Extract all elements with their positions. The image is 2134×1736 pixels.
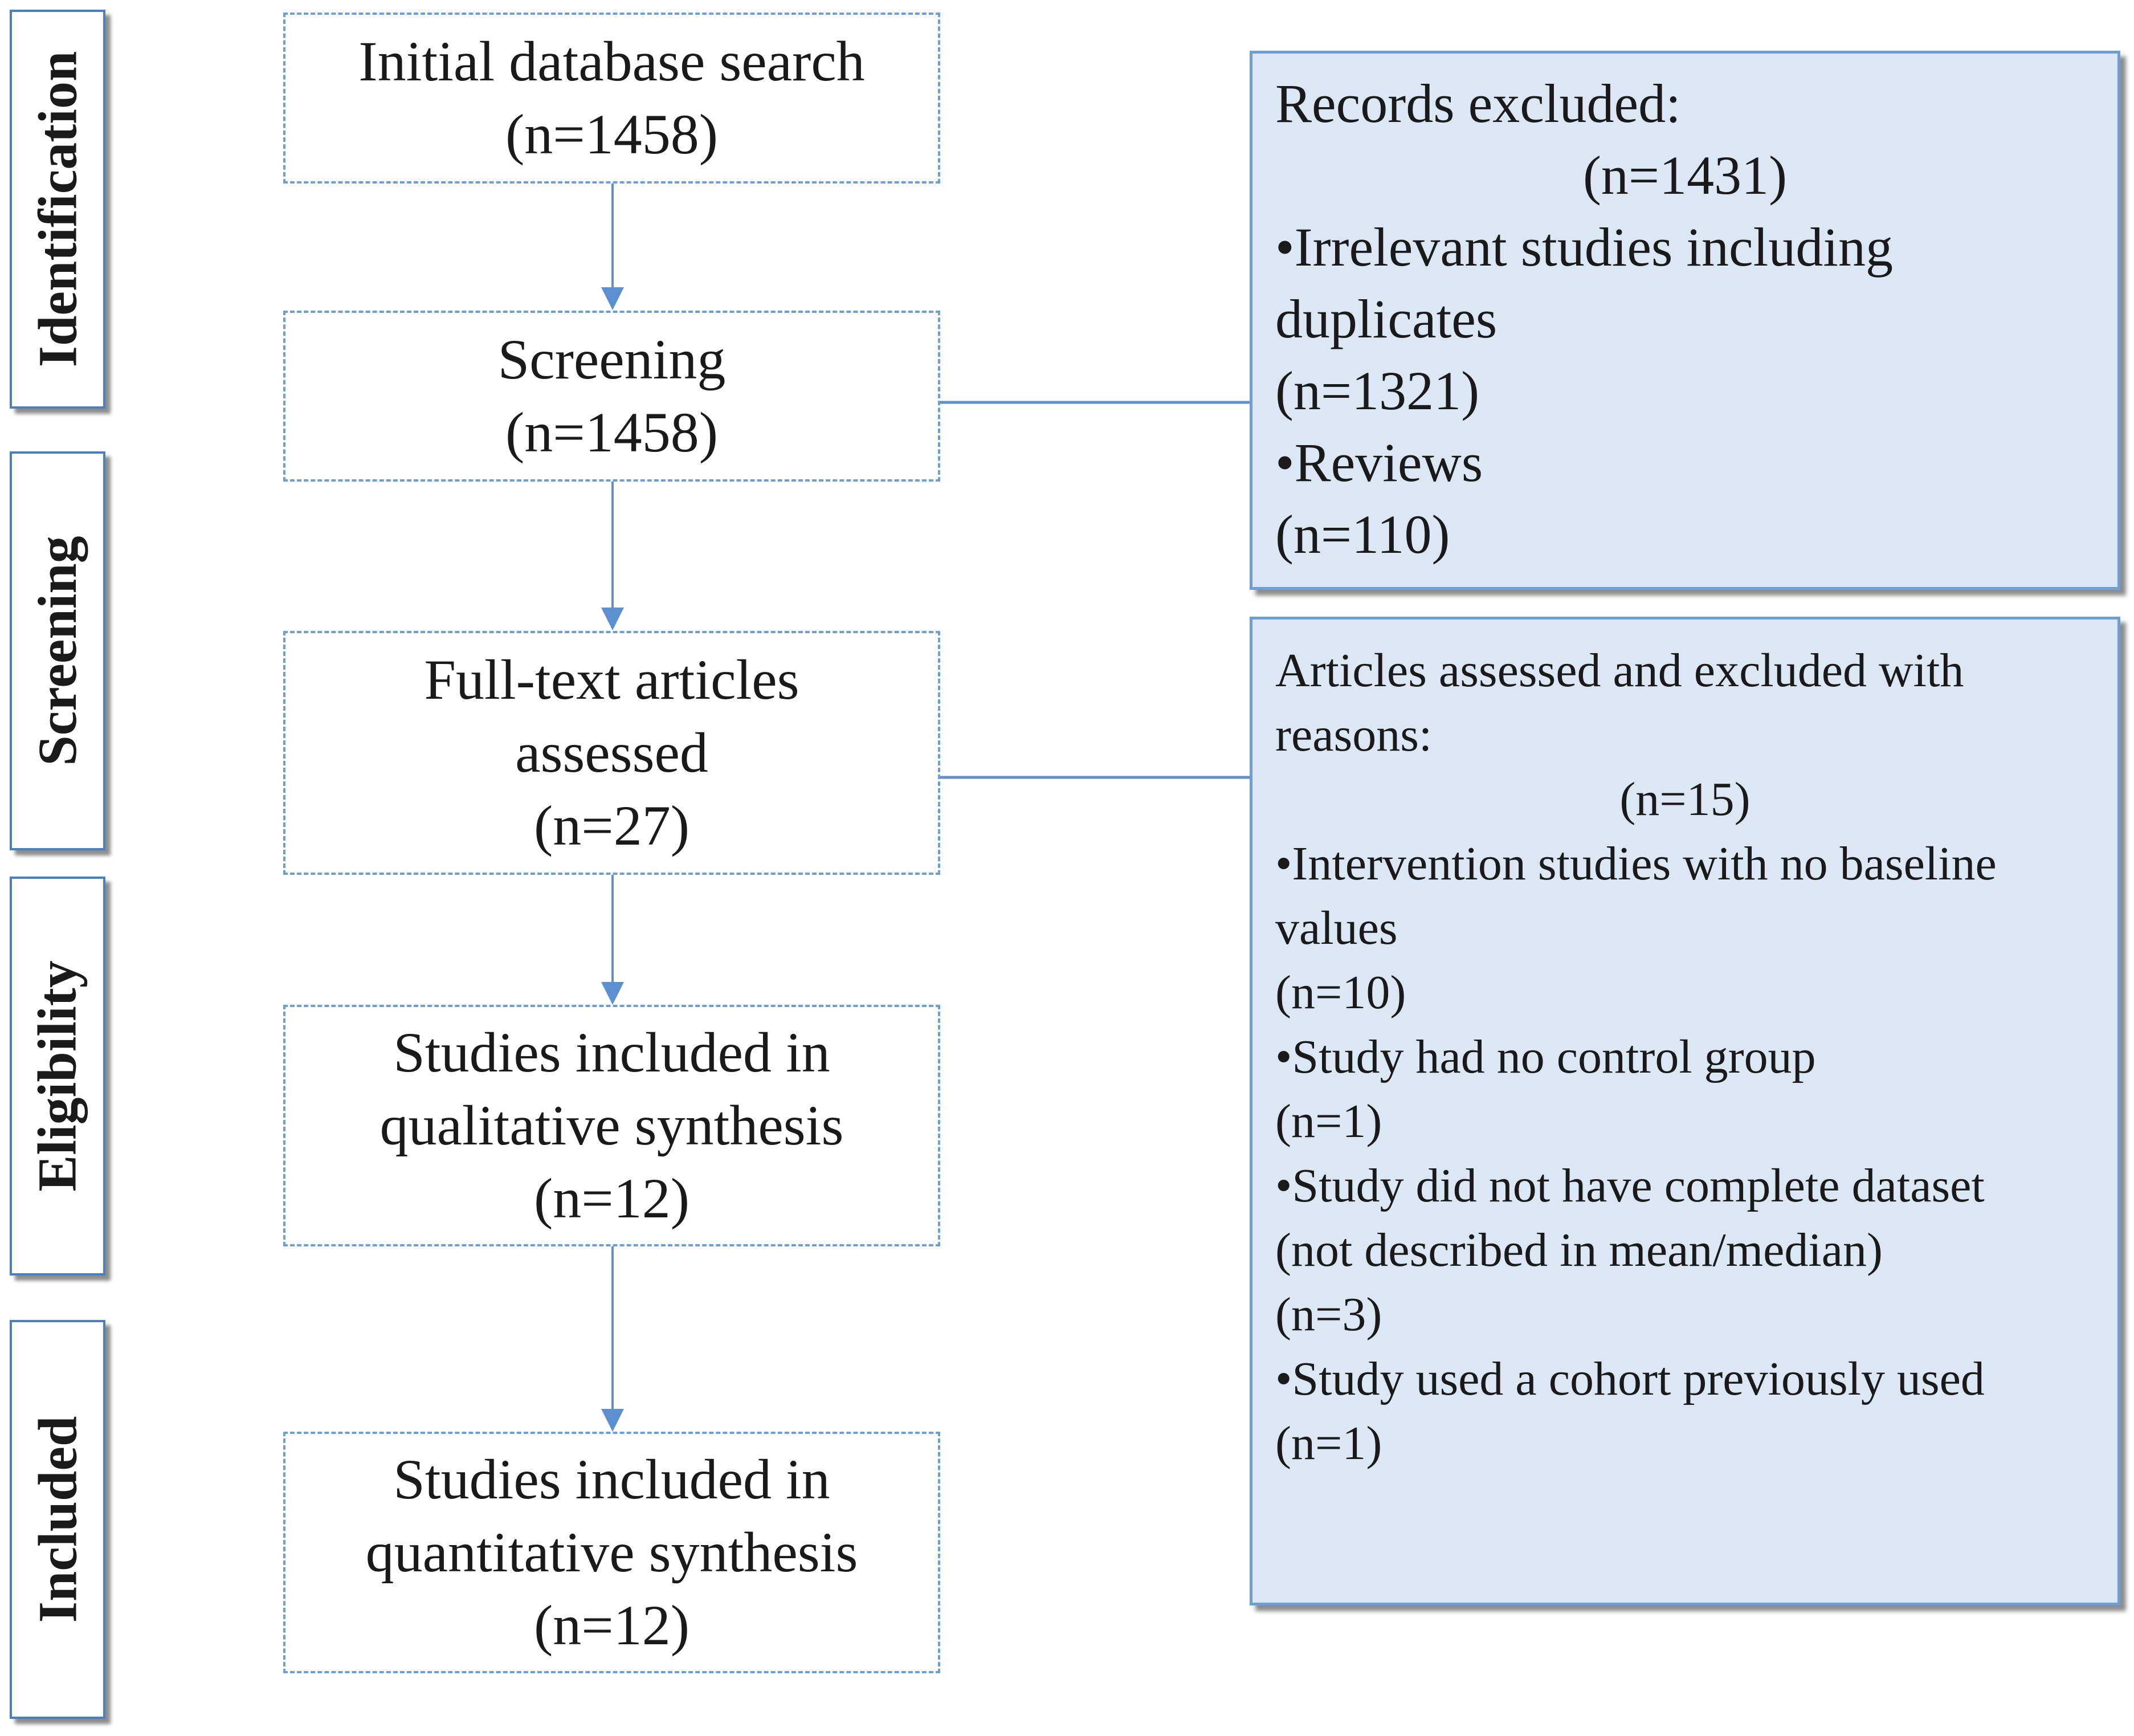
initial-search-count: (n=1458) (505, 103, 718, 166)
reviews-label: •Reviews (1275, 432, 1483, 493)
incomplete-dataset-label-line2: (not described in mean/median) (1275, 1224, 1883, 1277)
articles-excluded-title-line2: reasons: (1275, 708, 1433, 761)
fulltext-title-line1: Full-text articles (424, 648, 799, 711)
cohort-reused-count: (n=1) (1275, 1417, 1382, 1470)
qualitative-count: (n=12) (534, 1167, 689, 1230)
quantitative-title-line1: Studies included in (393, 1448, 830, 1511)
stage-screening: Screening (10, 451, 105, 850)
no-baseline-label-line2: values (1275, 902, 1398, 955)
cohort-reused-label: •Study used a cohort previously used (1275, 1352, 1985, 1405)
stage-eligibility: Eligibility (10, 877, 105, 1275)
qualitative-title-line2: qualitative synthesis (380, 1094, 844, 1157)
incomplete-dataset-count: (n=3) (1275, 1288, 1382, 1341)
qualitative-title-line1: Studies included in (393, 1021, 830, 1084)
initial-search-title: Initial database search (358, 30, 865, 93)
stage-included: Included (10, 1320, 105, 1719)
no-control-label: •Study had no control group (1275, 1030, 1816, 1083)
fulltext-title-line2: assessed (515, 721, 708, 784)
fulltext-count: (n=27) (534, 794, 689, 857)
no-baseline-label-line1: •Intervention studies with no baseline (1275, 837, 1997, 890)
incomplete-dataset-label-line1: •Study did not have complete dataset (1275, 1159, 1985, 1212)
screening-count: (n=1458) (505, 401, 718, 464)
screening-title: Screening (497, 328, 726, 391)
records-excluded-title: Records excluded: (1275, 73, 1681, 134)
box-articles-excluded: Articles assessed and excluded with reas… (1250, 617, 2120, 1605)
box-initial-search: Initial database search (n=1458) (283, 13, 940, 184)
articles-excluded-title-line1: Articles assessed and excluded with (1275, 644, 1964, 697)
quantitative-count: (n=12) (534, 1594, 689, 1657)
box-records-excluded: Records excluded: (n=1431) •Irrelevant s… (1250, 51, 2120, 590)
quantitative-title-line2: quantitative synthesis (365, 1521, 858, 1584)
box-screening: Screening (n=1458) (283, 311, 940, 482)
articles-excluded-count: (n=15) (1619, 773, 1751, 826)
stage-identification: Identification (10, 10, 105, 409)
no-control-count: (n=1) (1275, 1095, 1382, 1148)
irrelevant-studies-count: (n=1321) (1275, 360, 1480, 421)
box-fulltext: Full-text articles assessed (n=27) (283, 631, 940, 875)
box-qualitative: Studies included in qualitative synthesi… (283, 1005, 940, 1246)
irrelevant-studies-label-line2: duplicates (1275, 288, 1498, 349)
box-quantitative: Studies included in quantitative synthes… (283, 1432, 940, 1673)
irrelevant-studies-label-line1: •Irrelevant studies including (1275, 217, 1893, 278)
no-baseline-count: (n=10) (1275, 966, 1406, 1019)
records-excluded-count: (n=1431) (1582, 145, 1788, 206)
reviews-count: (n=110) (1275, 504, 1450, 565)
